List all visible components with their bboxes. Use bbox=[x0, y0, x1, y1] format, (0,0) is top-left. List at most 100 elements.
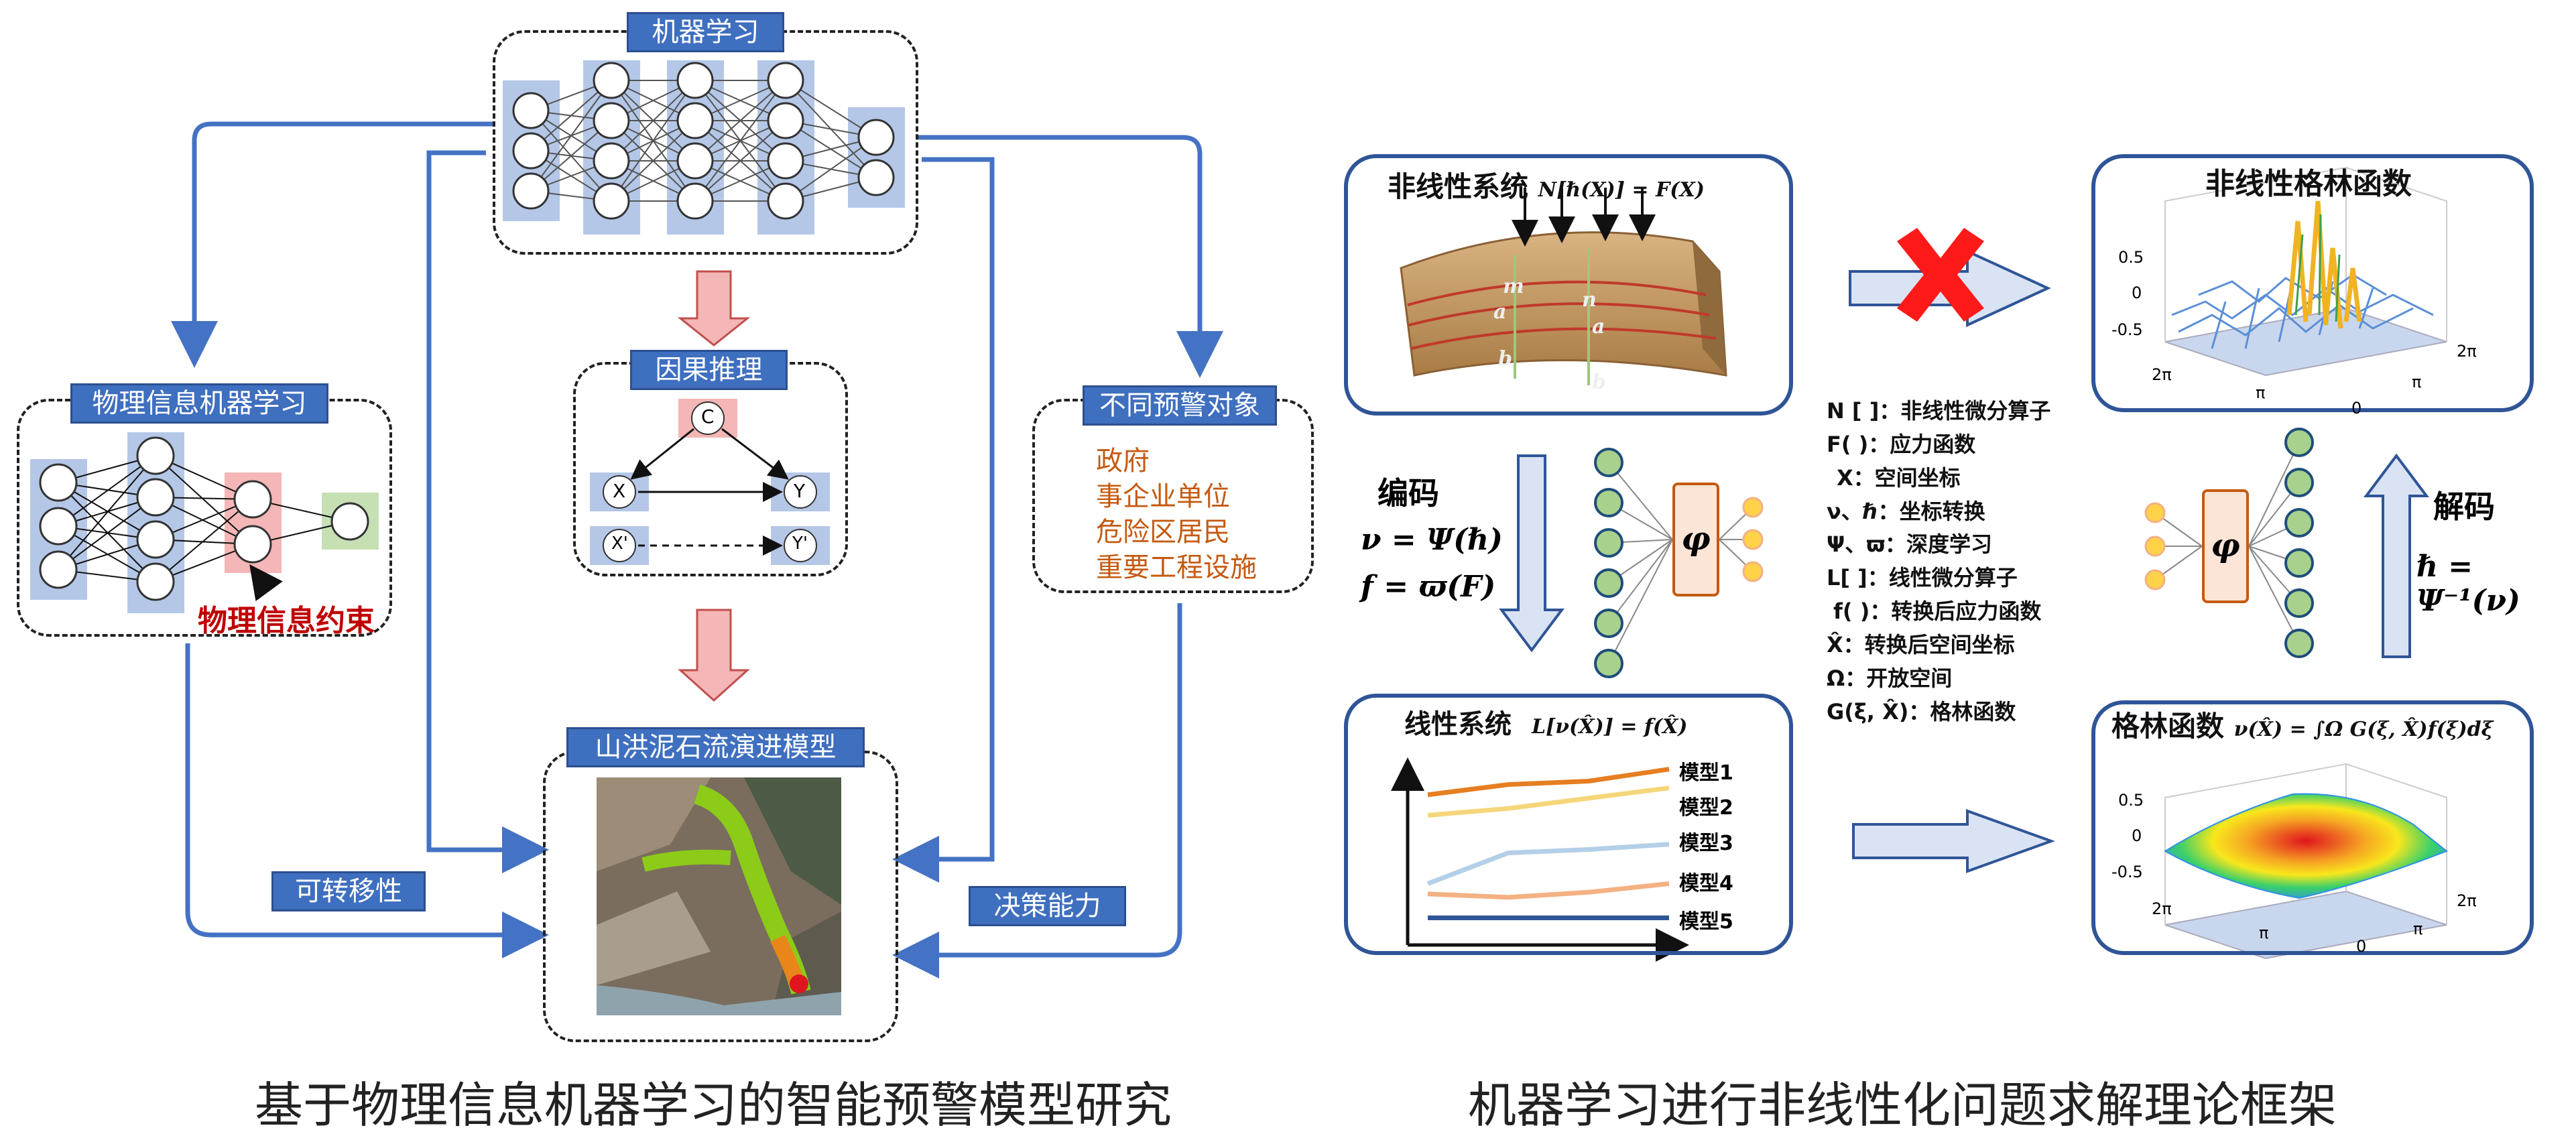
linear-system-title: 线性系统 L[ν(X̂)] = f(X̂) bbox=[1404, 702, 1688, 741]
nlg-tick-x2: π bbox=[2256, 383, 2266, 402]
model-label: 山洪泥石流演进模型 bbox=[566, 727, 865, 767]
decoder-output-node bbox=[2284, 508, 2314, 538]
ml-network-node bbox=[512, 92, 550, 129]
piml-network-node bbox=[233, 525, 272, 564]
nonlinear-green-plot bbox=[2164, 166, 2447, 377]
causal-diagram bbox=[590, 399, 830, 565]
decoder-input-node bbox=[2144, 569, 2166, 590]
piml-network-node bbox=[136, 478, 175, 517]
nonlinear-green-box bbox=[2091, 154, 2534, 412]
ml-network-edge bbox=[694, 80, 786, 202]
ml-network-node bbox=[676, 102, 714, 139]
arrow-causal-to-model bbox=[678, 609, 750, 702]
gf-tick-x2: π bbox=[2259, 924, 2269, 942]
piml-neural-network bbox=[30, 432, 379, 613]
nonlinear-system-label: 非线性系统 bbox=[1388, 170, 1529, 203]
encode-label: 编码 bbox=[1377, 475, 1439, 511]
encoder-output-node bbox=[1742, 529, 1764, 550]
decoder-network bbox=[2144, 428, 2314, 658]
nonlinear-system-box bbox=[1344, 154, 1793, 416]
green-function-box bbox=[2091, 700, 2534, 955]
ml-network-node bbox=[593, 62, 630, 99]
gf-tick-y1: 2π bbox=[2457, 891, 2477, 910]
ml-neural-network bbox=[503, 60, 905, 235]
ml-network-node bbox=[857, 159, 895, 196]
beam-label-a1: a bbox=[1493, 300, 1507, 324]
connector-lines bbox=[171, 121, 1223, 979]
beam-label-b1: b bbox=[1498, 347, 1512, 371]
gf-tick-z1: 0.5 bbox=[2118, 791, 2144, 810]
warning-target-3: 危险区居民 bbox=[1096, 517, 1230, 548]
green-function-eq: ν(X̂) = ∫Ω G(ξ, X̂)f(ξ)dξ bbox=[2233, 718, 2494, 741]
ml-box bbox=[493, 30, 918, 255]
series-line-3 bbox=[1426, 842, 1670, 886]
blocked-arrow bbox=[1849, 228, 2051, 328]
series-line-2 bbox=[1427, 785, 1670, 818]
gf-tick-y2: π bbox=[2413, 920, 2423, 938]
beam-label-m: m bbox=[1503, 275, 1524, 298]
beam-label-a2: a bbox=[1592, 315, 1605, 338]
piml-network-node bbox=[39, 463, 78, 502]
encoder-output-node bbox=[1742, 561, 1764, 582]
decoder-edge bbox=[2248, 546, 2300, 644]
model-label-4: 模型4 bbox=[1679, 872, 1733, 895]
decoder-output-node bbox=[2284, 629, 2314, 658]
green-function-title: 格林函数 ν(X̂) = ∫Ω G(ξ, X̂)f(ξ)dξ bbox=[2111, 704, 2493, 745]
encoder-input-node bbox=[1594, 609, 1623, 638]
causal-node-y-prime: Y' bbox=[792, 533, 808, 554]
ml-network-node bbox=[676, 182, 714, 220]
piml-network-edge bbox=[58, 455, 156, 527]
nlg-tick-x1: 2π bbox=[2152, 365, 2172, 384]
piml-network-node bbox=[136, 520, 175, 559]
beam-label-n: n bbox=[1582, 288, 1597, 312]
ml-network-node bbox=[512, 172, 550, 210]
nonlinear-green-title: 非线性格林函数 bbox=[2205, 167, 2412, 201]
nlg-tick-y1: 2π bbox=[2457, 342, 2477, 361]
encoder-edge bbox=[1608, 462, 1673, 540]
nlg-tick-z3: -0.5 bbox=[2111, 320, 2143, 339]
ml-network-node bbox=[767, 62, 804, 99]
piml-network-edge bbox=[155, 455, 253, 545]
piml-label: 物理信息机器学习 bbox=[70, 383, 328, 424]
legend-item-5: Ψ、ϖ：深度学习 bbox=[1827, 531, 1993, 557]
encoder-input-node bbox=[1594, 649, 1623, 678]
ml-network-edge bbox=[694, 80, 786, 162]
encode-arrow bbox=[1499, 454, 1565, 653]
causal-node-c: C bbox=[701, 405, 715, 428]
encoder-output-node bbox=[1742, 497, 1764, 518]
beam-label-b2: b bbox=[1592, 371, 1606, 394]
legend-item-6: L[ ]：线性微分算子 bbox=[1827, 565, 2018, 590]
linear-system-label: 线性系统 bbox=[1404, 709, 1512, 740]
model-label-5: 模型5 bbox=[1679, 910, 1733, 934]
piml-network-edge bbox=[58, 455, 156, 570]
encoder-input-node bbox=[1594, 568, 1623, 598]
piml-network-edge bbox=[58, 497, 156, 570]
ml-network-edge bbox=[611, 120, 696, 202]
ml-label: 机器学习 bbox=[627, 12, 784, 52]
transfer-label: 可转移性 bbox=[271, 871, 426, 911]
piml-network-node bbox=[330, 502, 369, 541]
warning-target-1: 政府 bbox=[1096, 446, 1150, 477]
encoder-edge bbox=[1608, 539, 1673, 664]
decoder-phi: φ bbox=[2211, 527, 2240, 564]
nlg-tick-z1: 0.5 bbox=[2118, 248, 2144, 267]
ml-network-node bbox=[512, 132, 550, 170]
legend-item-4: ν、ℏ：坐标转换 bbox=[1827, 499, 1985, 524]
linear-chart bbox=[1391, 757, 1689, 962]
decoder-phi-box: φ bbox=[2202, 489, 2249, 603]
model-label-2: 模型2 bbox=[1679, 796, 1733, 820]
encoder-input-node bbox=[1594, 528, 1623, 558]
beam-illustration bbox=[1400, 188, 1727, 385]
causal-node-x-prime: X' bbox=[611, 533, 628, 554]
ml-network-edge bbox=[785, 137, 877, 202]
legend-item-1: N [ ]：非线性微分算子 bbox=[1827, 398, 2051, 424]
gf-tick-x1: 2π bbox=[2152, 899, 2172, 918]
green-function-label: 格林函数 bbox=[2111, 710, 2225, 743]
causal-label: 因果推理 bbox=[630, 350, 788, 390]
legend-item-7: f( )：转换后应力函数 bbox=[1833, 598, 2042, 624]
decoder-output-node bbox=[2284, 428, 2314, 457]
decode-arrow bbox=[2364, 453, 2429, 658]
linear-to-green-arrow bbox=[1852, 809, 2055, 873]
warning-target-2: 事企业单位 bbox=[1096, 481, 1230, 512]
encoder-input-node bbox=[1594, 488, 1623, 517]
